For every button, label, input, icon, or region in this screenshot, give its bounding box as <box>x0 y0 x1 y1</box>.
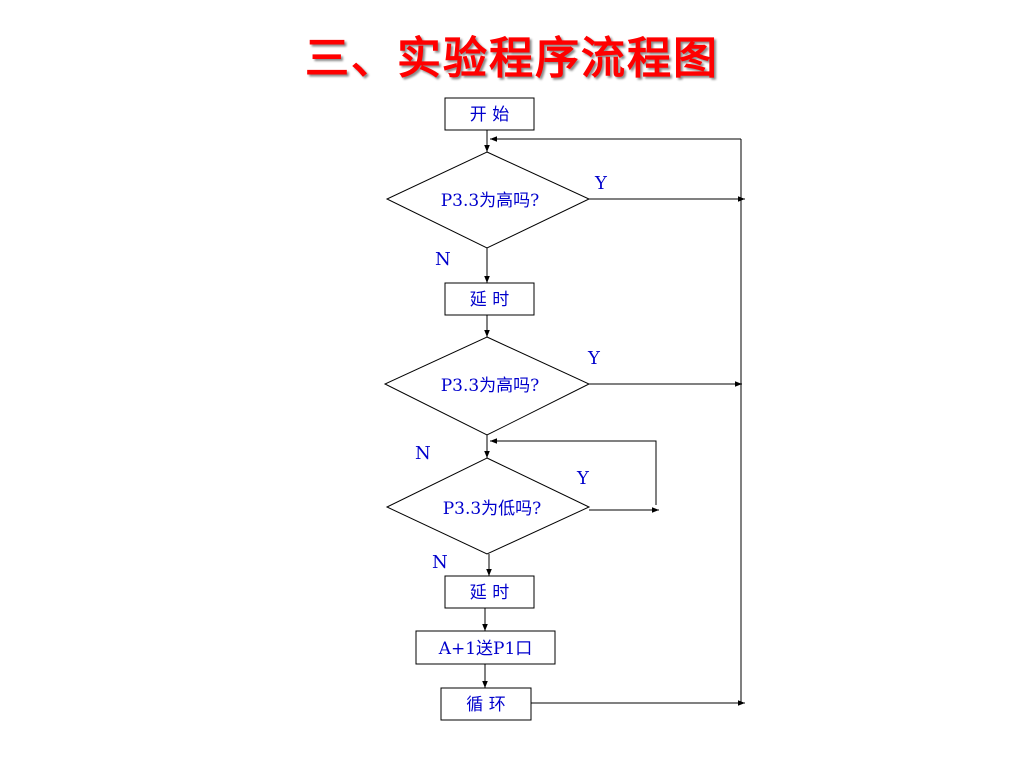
page-title: 三、实验程序流程图 <box>305 33 719 84</box>
decision1-yes-label: Y <box>594 173 608 194</box>
decision3-no-label: N <box>432 552 448 573</box>
decision1-label: P3.3为高吗? <box>441 191 540 211</box>
delay2-label: 延 时 <box>470 583 509 603</box>
decision3-yes-label: Y <box>576 468 590 489</box>
send-box <box>415 630 556 665</box>
send-label: A+1送P1口 <box>438 639 533 659</box>
decision2-yes-label: Y <box>587 348 601 369</box>
decision2-diamond <box>383 336 591 436</box>
decision3-diamond <box>385 457 591 555</box>
delay1-box <box>444 282 535 316</box>
decision2-no-label: N <box>415 443 431 464</box>
delay1-label: 延 时 <box>470 290 509 310</box>
start-label: 开 始 <box>470 105 509 125</box>
decision3-label: P3.3为低吗? <box>443 499 542 519</box>
decision1-diamond <box>385 151 591 249</box>
decision1-no-label: N <box>435 249 451 270</box>
loop-decision3-yes-back <box>490 438 657 505</box>
loop-label: 循 环 <box>466 695 505 715</box>
delay2-box <box>444 575 535 609</box>
start-box <box>444 97 535 131</box>
loop-box <box>440 687 532 721</box>
decision2-label: P3.3为高吗? <box>441 376 540 396</box>
connectors <box>482 130 745 706</box>
